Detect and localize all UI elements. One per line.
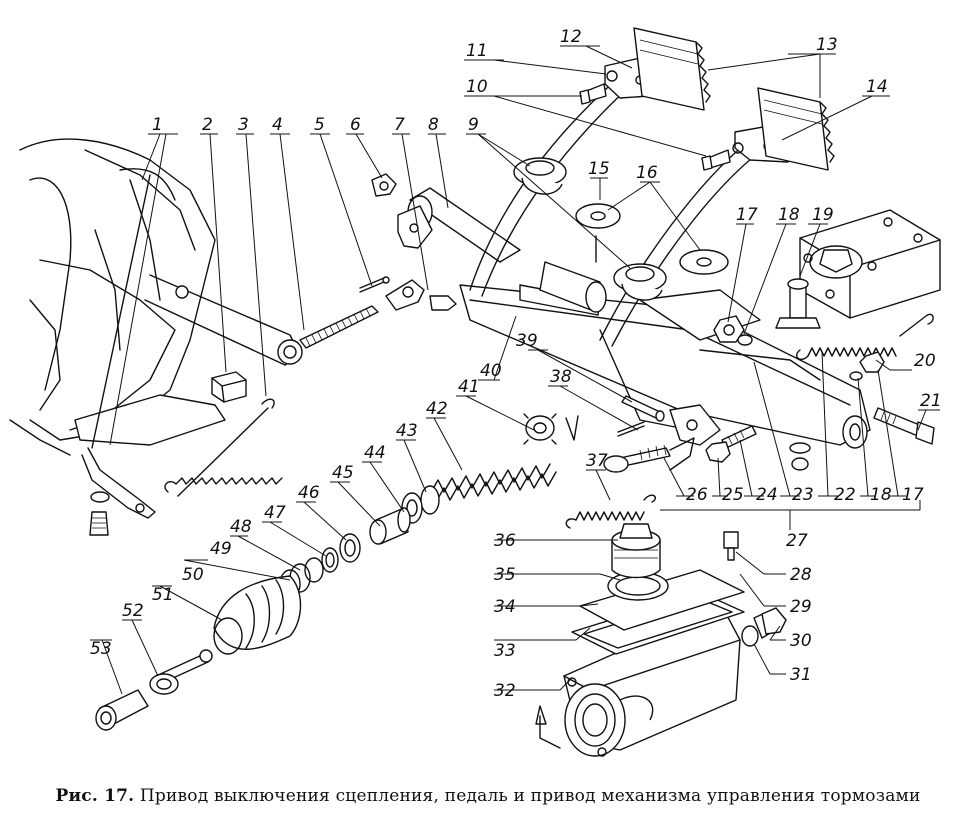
callout-30: 30 <box>790 631 812 651</box>
pedal-bolts <box>579 70 744 171</box>
callout-10: 10 <box>466 77 488 97</box>
callout-42: 42 <box>426 399 448 419</box>
callout-24: 24 <box>756 485 778 505</box>
callout-27: 27 <box>786 531 808 551</box>
pedal-boot-lower <box>613 263 667 301</box>
long-bolt <box>873 407 935 445</box>
nut-25 <box>705 441 731 463</box>
callout-3: 3 <box>238 115 249 135</box>
reservoir-block <box>799 209 941 319</box>
callout-5: 5 <box>314 115 325 135</box>
figure-caption: Рис. 17. Привод выключения сцепления, пе… <box>0 786 976 806</box>
clevis-yoke <box>385 279 457 311</box>
callout-35: 35 <box>494 565 516 585</box>
callout-48: 48 <box>230 517 252 537</box>
callout-51: 51 <box>152 585 174 605</box>
master-cylinder <box>535 523 787 757</box>
callout-17b: 17 <box>902 485 924 505</box>
callout-38: 38 <box>550 367 572 387</box>
callout-53: 53 <box>90 639 112 659</box>
callout-46: 46 <box>298 483 320 503</box>
callout-1: 1 <box>152 115 163 135</box>
caption-text: Привод выключения сцепления, педаль и пр… <box>139 786 921 806</box>
callout-34: 34 <box>494 597 516 617</box>
return-spring-right <box>796 313 934 360</box>
return-spring-left <box>164 398 283 497</box>
callout-4: 4 <box>272 115 283 135</box>
callout-37: 37 <box>586 451 608 471</box>
rubber-block <box>211 371 247 403</box>
callout-17: 17 <box>736 205 758 225</box>
shaft-bushing <box>539 261 607 313</box>
callout-labels: 1 2 3 4 5 6 7 8 9 10 11 12 13 14 15 16 1… <box>90 27 942 701</box>
callout-18: 18 <box>778 205 800 225</box>
callout-36: 36 <box>494 531 516 551</box>
callout-14: 14 <box>866 77 888 97</box>
callout-21: 21 <box>920 391 942 411</box>
caption-prefix: Рис. 17. <box>55 786 135 806</box>
callout-41: 41 <box>458 377 480 397</box>
callout-33: 33 <box>494 641 516 661</box>
callout-44: 44 <box>364 443 386 463</box>
callout-50: 50 <box>182 565 204 585</box>
callout-49: 49 <box>210 539 232 559</box>
nut-washer-upper <box>713 315 753 346</box>
cotter-38 <box>617 421 645 437</box>
callout-22: 22 <box>834 485 856 505</box>
callout-32: 32 <box>494 681 516 701</box>
clutch-release-lever <box>81 174 156 536</box>
callout-9: 9 <box>468 115 479 135</box>
bolt-19 <box>775 278 821 329</box>
callout-52: 52 <box>122 601 144 621</box>
callout-7: 7 <box>394 115 405 135</box>
callout-15: 15 <box>588 159 610 179</box>
callout-6: 6 <box>350 115 361 135</box>
callout-40: 40 <box>480 361 502 381</box>
callout-45: 45 <box>332 463 354 483</box>
callout-29: 29 <box>790 597 812 617</box>
cylinder-internals <box>95 413 579 731</box>
callout-47: 47 <box>264 503 286 523</box>
cotter-pin <box>359 276 390 293</box>
nut-washer-right <box>849 351 885 381</box>
callout-28: 28 <box>790 565 812 585</box>
callout-8: 8 <box>428 115 439 135</box>
washer-18-lower <box>789 442 811 471</box>
callout-25: 25 <box>722 485 744 505</box>
felt-seals <box>575 203 729 275</box>
callout-19: 19 <box>812 205 834 225</box>
callout-26: 26 <box>686 485 708 505</box>
callout-16: 16 <box>636 163 658 183</box>
callout-43: 43 <box>396 421 418 441</box>
pedal-pad-lower <box>757 87 835 171</box>
callout-18b: 18 <box>870 485 892 505</box>
callout-23: 23 <box>792 485 814 505</box>
callout-13: 13 <box>816 35 838 55</box>
callout-31: 31 <box>790 665 812 685</box>
leader-lines <box>90 45 940 695</box>
grease-fitting <box>371 173 397 197</box>
callout-2: 2 <box>202 115 213 135</box>
threaded-rod <box>299 305 379 349</box>
callout-39: 39 <box>516 331 538 351</box>
callout-11: 11 <box>466 41 488 61</box>
callout-20: 20 <box>914 351 936 371</box>
pedal-pad-upper <box>633 27 711 111</box>
brake-return-spring <box>565 494 656 529</box>
callout-12: 12 <box>560 27 582 47</box>
adjusting-rod <box>603 437 695 473</box>
